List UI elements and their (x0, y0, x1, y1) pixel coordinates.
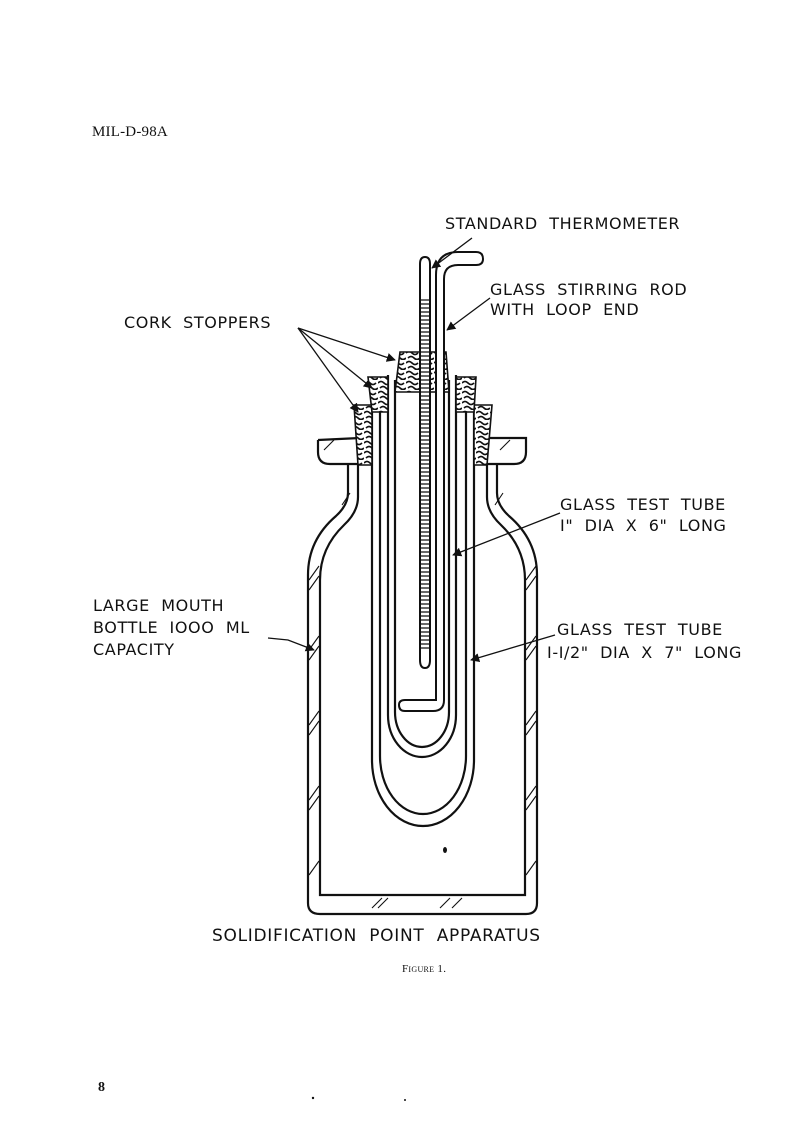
leader-lines (267, 237, 561, 663)
label-bottle-line1: LARGE MOUTH (93, 596, 225, 615)
label-inner-tube-line1: GLASS TEST TUBE (560, 495, 726, 514)
figure-title: SOLIDIFICATION POINT APPARATUS (212, 926, 541, 946)
label-inner-tube-line2: I" DIA X 6" LONG (560, 516, 727, 535)
label-bottle-line3: CAPACITY (93, 640, 175, 659)
label-outer-tube-line1: GLASS TEST TUBE (557, 620, 723, 639)
document-id: MIL-D-98A (92, 124, 168, 140)
figure-caption: Figure 1. (402, 963, 447, 975)
label-stirring-rod-line1: GLASS STIRRING ROD (490, 280, 688, 299)
label-cork-stoppers: CORK STOPPERS (124, 313, 272, 332)
glass-stirring-rod (397, 251, 485, 712)
label-bottle-line2: BOTTLE IOOO ML (93, 618, 250, 637)
outer-test-tube (370, 405, 476, 828)
standard-thermometer (419, 255, 431, 670)
label-standard-thermometer: STANDARD THERMOMETER (445, 214, 681, 233)
large-mouth-bottle (306, 436, 539, 916)
inner-test-tube (386, 375, 458, 759)
scan-specks (311, 847, 447, 1101)
label-stirring-rod-line2: WITH LOOP END (490, 300, 640, 319)
page-number: 8 (98, 1080, 105, 1095)
label-outer-tube-line2: I-I/2" DIA X 7" LONG (547, 643, 743, 662)
